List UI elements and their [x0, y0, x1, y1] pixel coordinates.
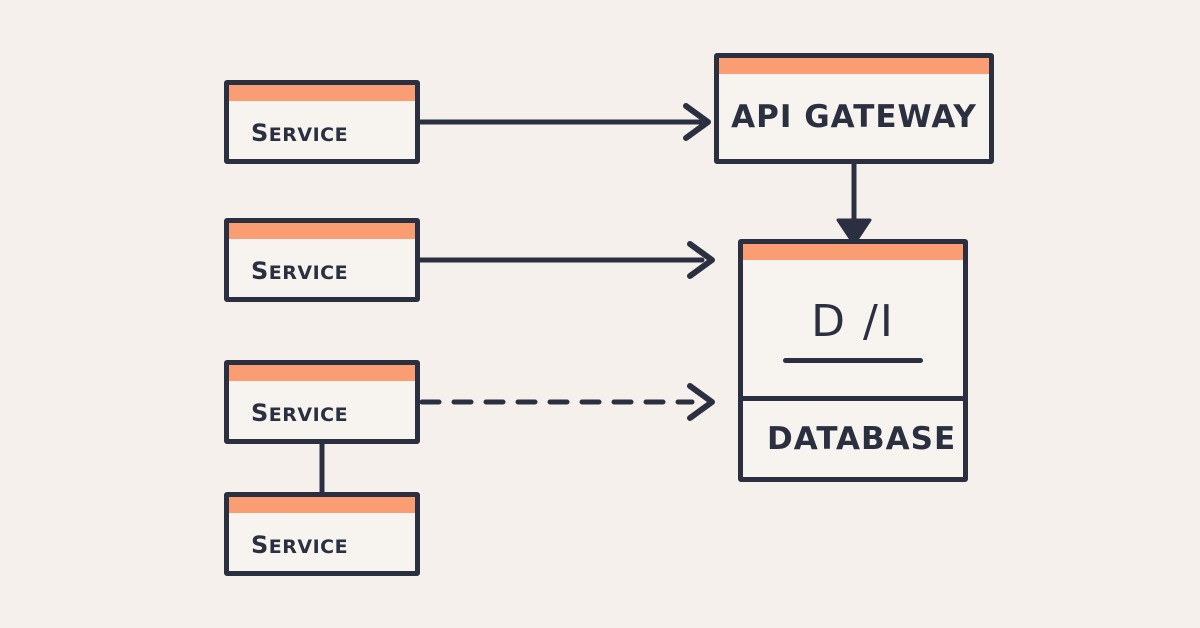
edge-service-3-to-database: [419, 383, 715, 421]
accent-bar: [719, 58, 989, 74]
accent-bar: [229, 223, 415, 239]
node-label: Service: [251, 110, 349, 150]
database-bottom-label: DATABASE: [767, 421, 957, 457]
node-label: Service: [251, 390, 349, 430]
edge-service-1-to-api-gateway: [417, 103, 711, 141]
node-service-4[interactable]: Service: [224, 492, 420, 576]
node-body: Service: [229, 101, 415, 159]
node-body: Service: [229, 239, 415, 297]
accent-bar: [229, 497, 415, 513]
node-label: API GATEWAY: [731, 98, 977, 135]
node-database[interactable]: D /I DATABASE: [738, 239, 968, 482]
node-body: Service: [229, 513, 415, 571]
database-top-label: D /I: [811, 295, 895, 347]
node-service-3[interactable]: Service: [224, 360, 420, 444]
accent-bar: [229, 85, 415, 101]
node-service-2[interactable]: Service: [224, 218, 420, 302]
node-label: Service: [251, 522, 349, 562]
edge-api-gateway-to-database: [836, 160, 872, 246]
edge-service-2-to-database: [417, 241, 715, 279]
database-bottom-cell: DATABASE: [743, 401, 963, 477]
node-label: Service: [251, 248, 349, 288]
database-underline: [783, 357, 923, 363]
accent-bar: [743, 244, 963, 260]
node-api-gateway[interactable]: API GATEWAY: [714, 53, 994, 164]
database-top-cell: D /I: [743, 260, 963, 401]
node-body: Service: [229, 381, 415, 439]
node-service-1[interactable]: Service: [224, 80, 420, 164]
node-body: API GATEWAY: [719, 74, 989, 159]
accent-bar: [229, 365, 415, 381]
